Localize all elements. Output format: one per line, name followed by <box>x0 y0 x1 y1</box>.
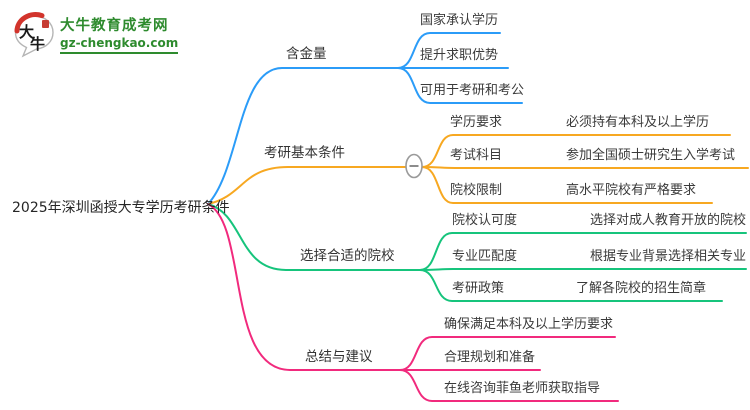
branch-2-connector <box>207 166 407 205</box>
logo-brand-name: 大牛教育成考网 <box>60 17 169 34</box>
branch-3-child-1-label[interactable]: 院校认可度 <box>452 213 518 228</box>
branch-3-connector <box>207 203 421 271</box>
branch-3-child-2-label[interactable]: 专业匹配度 <box>452 249 518 264</box>
branch-2-child-2-value[interactable]: 参加全国硕士研究生入学考试 <box>566 148 736 163</box>
branch-1-connector <box>207 67 399 205</box>
branch-3-child-3-value[interactable]: 了解各院校的招生简章 <box>576 281 707 296</box>
branch-4-child-3[interactable]: 在线咨询菲鱼老师获取指导 <box>444 381 601 396</box>
branch-2-child-1-value[interactable]: 必须持有本科及以上学历 <box>566 115 710 130</box>
logo-text: 大牛教育成考网 gz-chengkao.com <box>60 17 179 54</box>
branch-4-child-1[interactable]: 确保满足本科及以上学历要求 <box>444 317 614 332</box>
branch-3-child-1-underline <box>419 232 747 271</box>
branch-2-child-1-label[interactable]: 学历要求 <box>450 115 503 130</box>
branch-2-child-1-underline <box>421 134 731 168</box>
branch-3-child-3-label[interactable]: 考研政策 <box>452 281 505 296</box>
branch-1-child-3-underline <box>397 67 523 104</box>
branch-3-child-2-value[interactable]: 根据专业背景选择相关专业 <box>590 249 747 264</box>
branch-2-label[interactable]: 考研基本条件 <box>264 145 345 161</box>
branch-1-child-3[interactable]: 可用于考研和考公 <box>420 83 525 98</box>
branch-3-child-1-value[interactable]: 选择对成人教育开放的院校 <box>590 213 747 228</box>
branch-1-child-1[interactable]: 国家承认学历 <box>420 13 499 28</box>
seal-icon <box>42 20 49 28</box>
branch-4-label[interactable]: 总结与建议 <box>305 349 373 365</box>
branch-4-child-2[interactable]: 合理规划和准备 <box>444 350 536 365</box>
branch-4-child-1-underline <box>399 336 616 371</box>
logo-icon-char-2: 牛 <box>30 35 45 53</box>
branch-1-label[interactable]: 含金量 <box>286 46 327 62</box>
branch-4-child-3-underline <box>399 369 619 402</box>
branch-3-child-2-underline <box>419 268 747 271</box>
branch-2-child-3-value[interactable]: 高水平院校有严格要求 <box>566 183 697 198</box>
logo-icon-char-1: 大 <box>19 23 34 41</box>
branch-2-child-2-label[interactable]: 考试科目 <box>450 148 503 163</box>
branch-1-child-2[interactable]: 提升求职优势 <box>420 48 499 63</box>
daniu-bubble-icon: 大 牛 <box>14 12 54 58</box>
branch-2-child-3-label[interactable]: 院校限制 <box>450 183 503 198</box>
branch-3-child-3-underline <box>419 269 723 302</box>
logo-site-url: gz-chengkao.com <box>60 36 179 54</box>
red-crescent-icon <box>14 12 45 34</box>
collapse-toggle-branch-2[interactable] <box>405 153 423 179</box>
branch-2-child-2-underline <box>421 166 749 169</box>
site-logo[interactable]: 大 牛 大牛教育成考网 gz-chengkao.com <box>13 12 179 58</box>
branch-3-label[interactable]: 选择合适的院校 <box>300 248 395 264</box>
branch-4-connector <box>207 203 401 371</box>
branch-1-child-1-underline <box>397 32 501 69</box>
root-topic[interactable]: 2025年深圳函授大专学历考研条件 <box>12 200 230 216</box>
branch-2-child-3-underline <box>421 166 713 204</box>
